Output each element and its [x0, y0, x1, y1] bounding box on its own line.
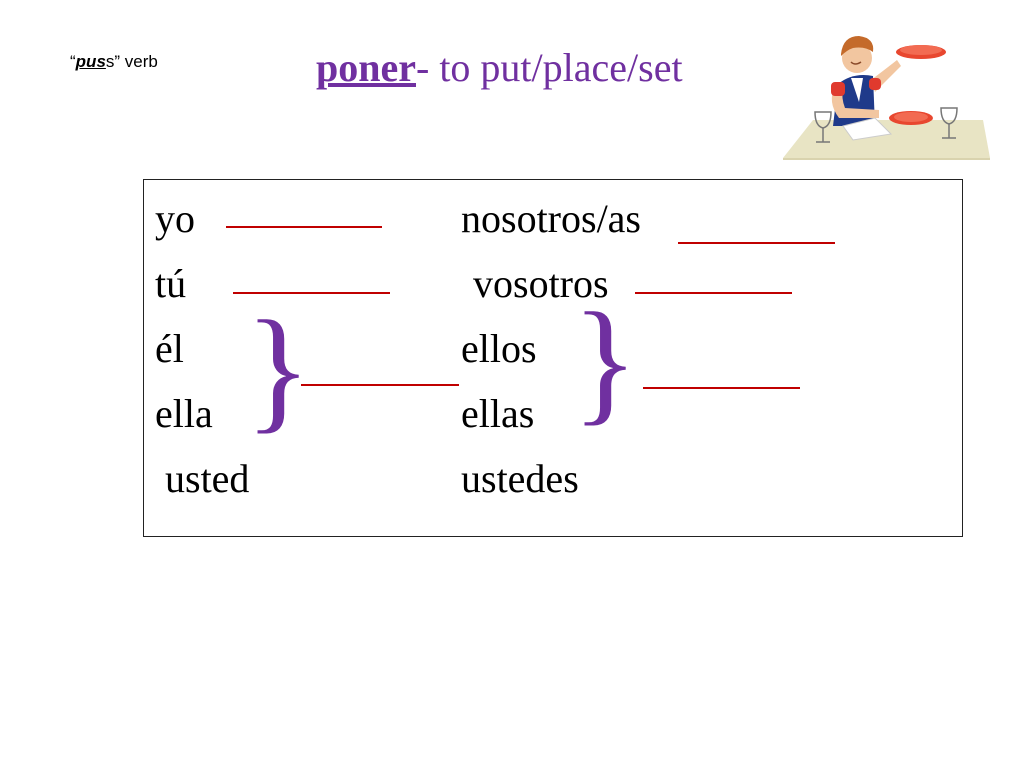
pronoun-vosotros: vosotros [473, 261, 609, 306]
title-verb: poner [316, 45, 416, 90]
pronoun-ustedes: ustedes [461, 456, 579, 501]
pronoun-tu: tú [155, 261, 187, 306]
conjugation-box [143, 179, 963, 537]
brace-singular: } [245, 292, 312, 445]
pronoun-el: él [155, 326, 184, 371]
note-emphasis: pus [75, 52, 106, 71]
slide-title: poner- to put/place/set [316, 44, 683, 91]
brace-plural: } [572, 284, 639, 437]
note-open-quote: “ [70, 52, 76, 71]
pronoun-ellas: ellas [461, 391, 535, 436]
blank-third-singular [301, 384, 459, 386]
verb-type-note: “puss” verb [70, 52, 158, 72]
blank-third-plural [643, 387, 800, 389]
note-close: s” verb [105, 52, 158, 71]
title-meaning: - to put/place/set [416, 45, 683, 90]
blank-tu [233, 292, 390, 294]
pronoun-ellos: ellos [461, 326, 537, 371]
waiter-setting-table-icon [783, 36, 990, 160]
pronoun-ella: ella [155, 391, 213, 436]
blank-vosotros [635, 292, 792, 294]
pronoun-nosotros: nosotros/as [461, 196, 641, 241]
blank-yo [226, 226, 382, 228]
blank-nosotros [678, 242, 835, 244]
pronoun-yo: yo [155, 196, 195, 241]
pronoun-usted: usted [165, 456, 250, 501]
